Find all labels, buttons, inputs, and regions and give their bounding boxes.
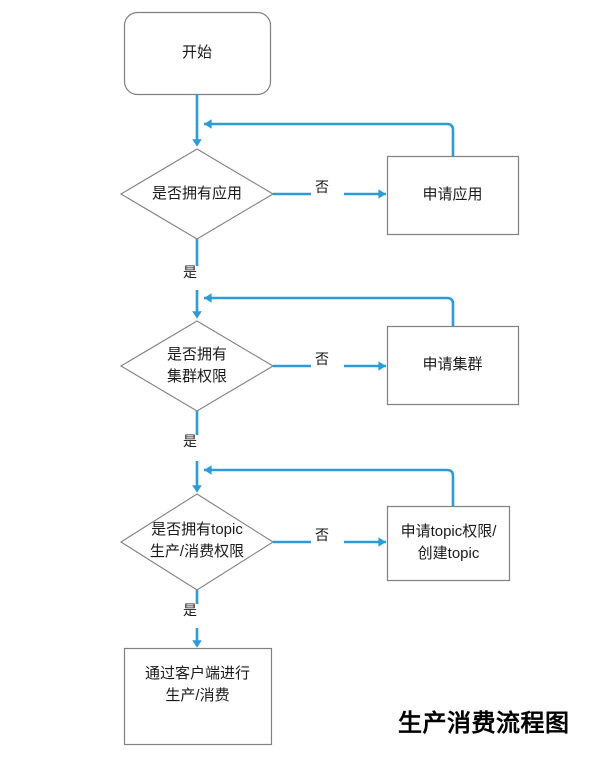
- edge-label-yes-app: 是: [183, 264, 197, 280]
- edge-label-yes-topic: 是: [183, 602, 197, 618]
- edge-label-no-app: 否: [315, 179, 329, 195]
- edge-apply-topic-loopback: [204, 465, 455, 506]
- node-apply-topic-shape[interactable]: [386, 505, 511, 582]
- node-client-produce-consume-shape[interactable]: [123, 647, 273, 746]
- edge-apply-app-loopback: [204, 119, 455, 156]
- node-apply-cluster-shape[interactable]: [386, 325, 520, 406]
- edge-label-yes-cluster: 是: [183, 433, 197, 449]
- node-decision-app-shape[interactable]: [119, 148, 275, 240]
- edge-label-no-cluster: 否: [315, 351, 329, 367]
- node-decision-topic-shape[interactable]: [119, 493, 275, 591]
- node-start-shape[interactable]: [123, 11, 272, 96]
- edge-apply-cluster-loopback: [204, 293, 455, 326]
- node-apply-app-shape[interactable]: [386, 155, 520, 236]
- edge-label-no-topic: 否: [315, 527, 329, 543]
- node-decision-cluster-shape[interactable]: [119, 320, 275, 412]
- diagram-caption: 生产消费流程图: [398, 710, 570, 737]
